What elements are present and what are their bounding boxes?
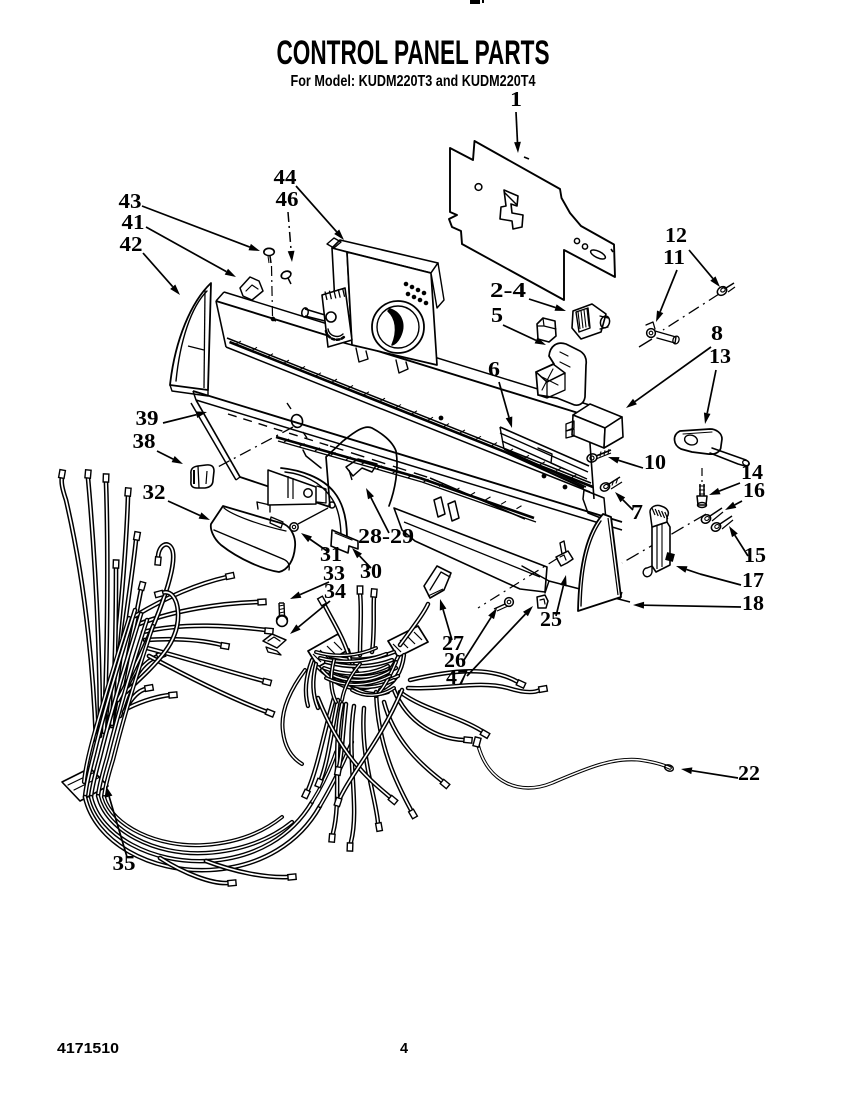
svg-text:30: 30 <box>360 559 382 583</box>
svg-text:7: 7 <box>631 500 643 524</box>
svg-text:44: 44 <box>274 165 298 189</box>
svg-text:CONTROL PANEL PARTS: CONTROL PANEL PARTS <box>277 34 550 72</box>
svg-text:8: 8 <box>711 321 723 345</box>
svg-text:18: 18 <box>742 591 764 615</box>
svg-text:12: 12 <box>665 223 687 247</box>
svg-text:5: 5 <box>491 303 503 327</box>
svg-text:For Model: KUDM220T3 and KUDM2: For Model: KUDM220T3 and KUDM220T4 <box>291 73 536 90</box>
svg-text:25: 25 <box>540 607 562 631</box>
svg-text:10: 10 <box>644 450 666 474</box>
svg-text:26: 26 <box>444 648 466 672</box>
svg-text:34: 34 <box>324 579 347 603</box>
svg-text:6: 6 <box>488 357 500 381</box>
svg-text:47: 47 <box>446 665 468 689</box>
svg-text:41: 41 <box>122 210 145 234</box>
svg-text:14: 14 <box>741 460 764 484</box>
svg-text:35: 35 <box>113 851 136 875</box>
svg-text:17: 17 <box>742 568 764 592</box>
svg-text:43: 43 <box>119 189 142 213</box>
svg-text:31: 31 <box>320 542 342 566</box>
svg-text:1: 1 <box>510 87 522 111</box>
svg-text:33: 33 <box>323 561 345 585</box>
svg-text:42: 42 <box>120 232 143 256</box>
svg-text:13: 13 <box>709 344 731 368</box>
svg-text:38: 38 <box>133 429 156 453</box>
svg-text:27: 27 <box>442 631 464 655</box>
svg-text:2-4: 2-4 <box>490 278 527 302</box>
svg-text:4171510: 4171510 <box>57 1041 119 1057</box>
svg-text:15: 15 <box>744 543 766 567</box>
svg-text:16: 16 <box>743 478 765 502</box>
svg-text:4: 4 <box>400 1041 408 1057</box>
svg-text:11: 11 <box>663 245 685 269</box>
svg-text:22: 22 <box>738 761 760 785</box>
svg-text:32: 32 <box>143 480 166 504</box>
svg-text:46: 46 <box>276 187 299 211</box>
svg-text:39: 39 <box>136 406 159 430</box>
